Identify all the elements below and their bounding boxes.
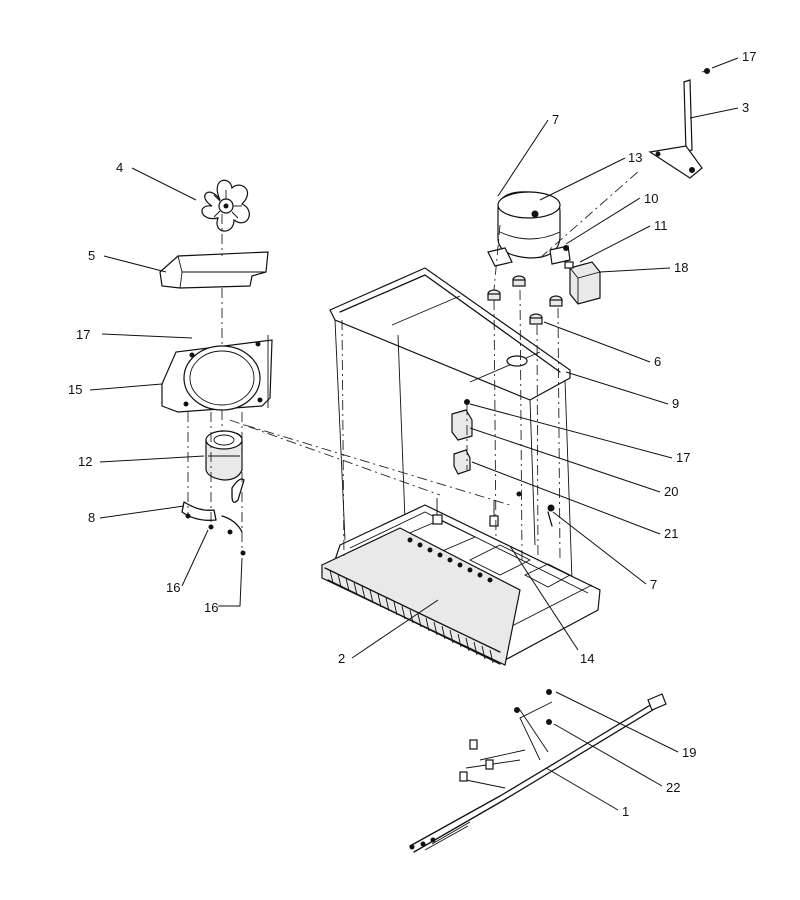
callout-19: 19 xyxy=(682,745,696,760)
callout-22: 22 xyxy=(666,780,680,795)
callout-1: 1 xyxy=(622,804,629,819)
base-housing xyxy=(321,267,601,666)
callout-4: 4 xyxy=(116,160,123,175)
callout-17-fan: 17 xyxy=(76,327,90,342)
defrost-components xyxy=(451,399,555,527)
compressor xyxy=(487,191,571,267)
grommets xyxy=(487,275,563,325)
callout-16-right: 16 xyxy=(204,600,218,615)
callout-17-mid: 17 xyxy=(676,450,690,465)
callout-12: 12 xyxy=(78,454,92,469)
callout-8: 8 xyxy=(88,510,95,525)
callouts: 17 3 7 13 10 11 18 6 9 17 20 21 7 14 2 1… xyxy=(68,49,756,819)
callout-21: 21 xyxy=(664,526,678,541)
fan-bracket xyxy=(161,335,273,413)
callout-20: 20 xyxy=(664,484,678,499)
compressor-foot xyxy=(487,247,513,267)
callout-13: 13 xyxy=(628,150,642,165)
callout-17-bracket: 17 xyxy=(742,49,756,64)
callout-7-compressor: 7 xyxy=(552,112,559,127)
fan-shroud xyxy=(159,251,269,289)
assembly-lines xyxy=(187,169,641,561)
callout-10: 10 xyxy=(644,191,658,206)
callout-3: 3 xyxy=(742,100,749,115)
wiring-harness xyxy=(409,689,667,853)
callout-18: 18 xyxy=(674,260,688,275)
callout-15: 15 xyxy=(68,382,82,397)
callout-5: 5 xyxy=(88,248,95,263)
bracket xyxy=(648,68,711,179)
callout-6: 6 xyxy=(654,354,661,369)
callout-2: 2 xyxy=(338,651,345,666)
callout-14: 14 xyxy=(580,651,594,666)
drain-boss xyxy=(506,355,528,367)
callout-11: 11 xyxy=(654,218,668,233)
leader-lines xyxy=(89,57,739,811)
callout-16-left: 16 xyxy=(166,580,180,595)
motor-clips xyxy=(181,478,246,556)
callout-7-base: 7 xyxy=(650,577,657,592)
callout-9: 9 xyxy=(672,396,679,411)
fan-blade xyxy=(201,179,250,232)
relay xyxy=(563,245,601,305)
